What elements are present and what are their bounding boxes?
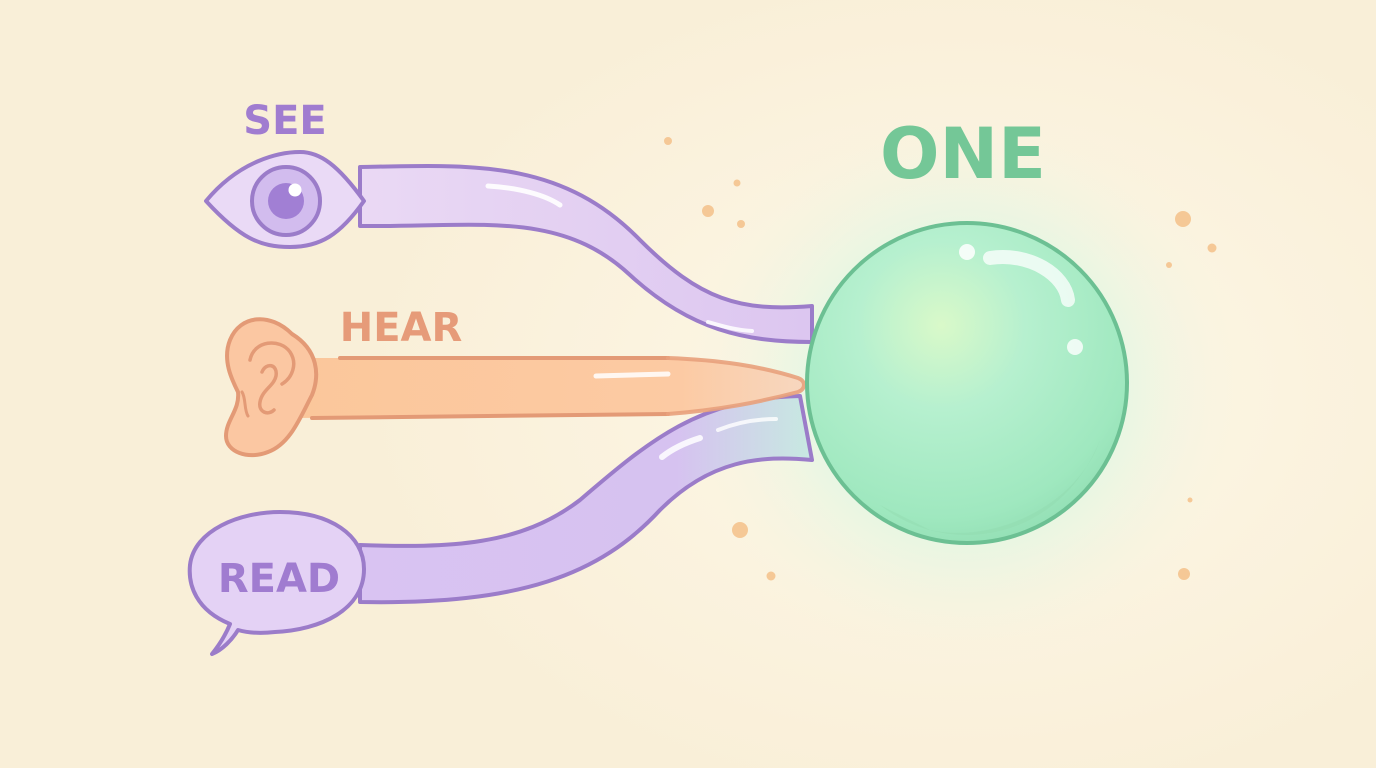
hear-label: HEAR	[340, 305, 463, 351]
see-tube-highlight-2	[706, 320, 754, 333]
read-label: READ	[218, 556, 340, 602]
eye-icon	[204, 150, 366, 249]
speech-bubble-icon	[187, 510, 366, 656]
sphere-icon	[805, 221, 1129, 545]
hear-tube-highlight	[593, 371, 671, 379]
read-tube-highlight-2	[716, 417, 778, 432]
read-tube	[358, 394, 814, 605]
hear-tube-bottom-edge	[310, 412, 670, 420]
sparkle-dots	[664, 137, 1217, 581]
ear-icon	[224, 317, 319, 458]
see-label: SEE	[243, 98, 326, 144]
one-label: ONE	[880, 113, 1046, 195]
hear-tube-tip	[666, 356, 806, 416]
hear-tube	[300, 358, 804, 418]
read-tube-highlight	[659, 435, 703, 460]
see-tube-highlight	[485, 183, 563, 208]
